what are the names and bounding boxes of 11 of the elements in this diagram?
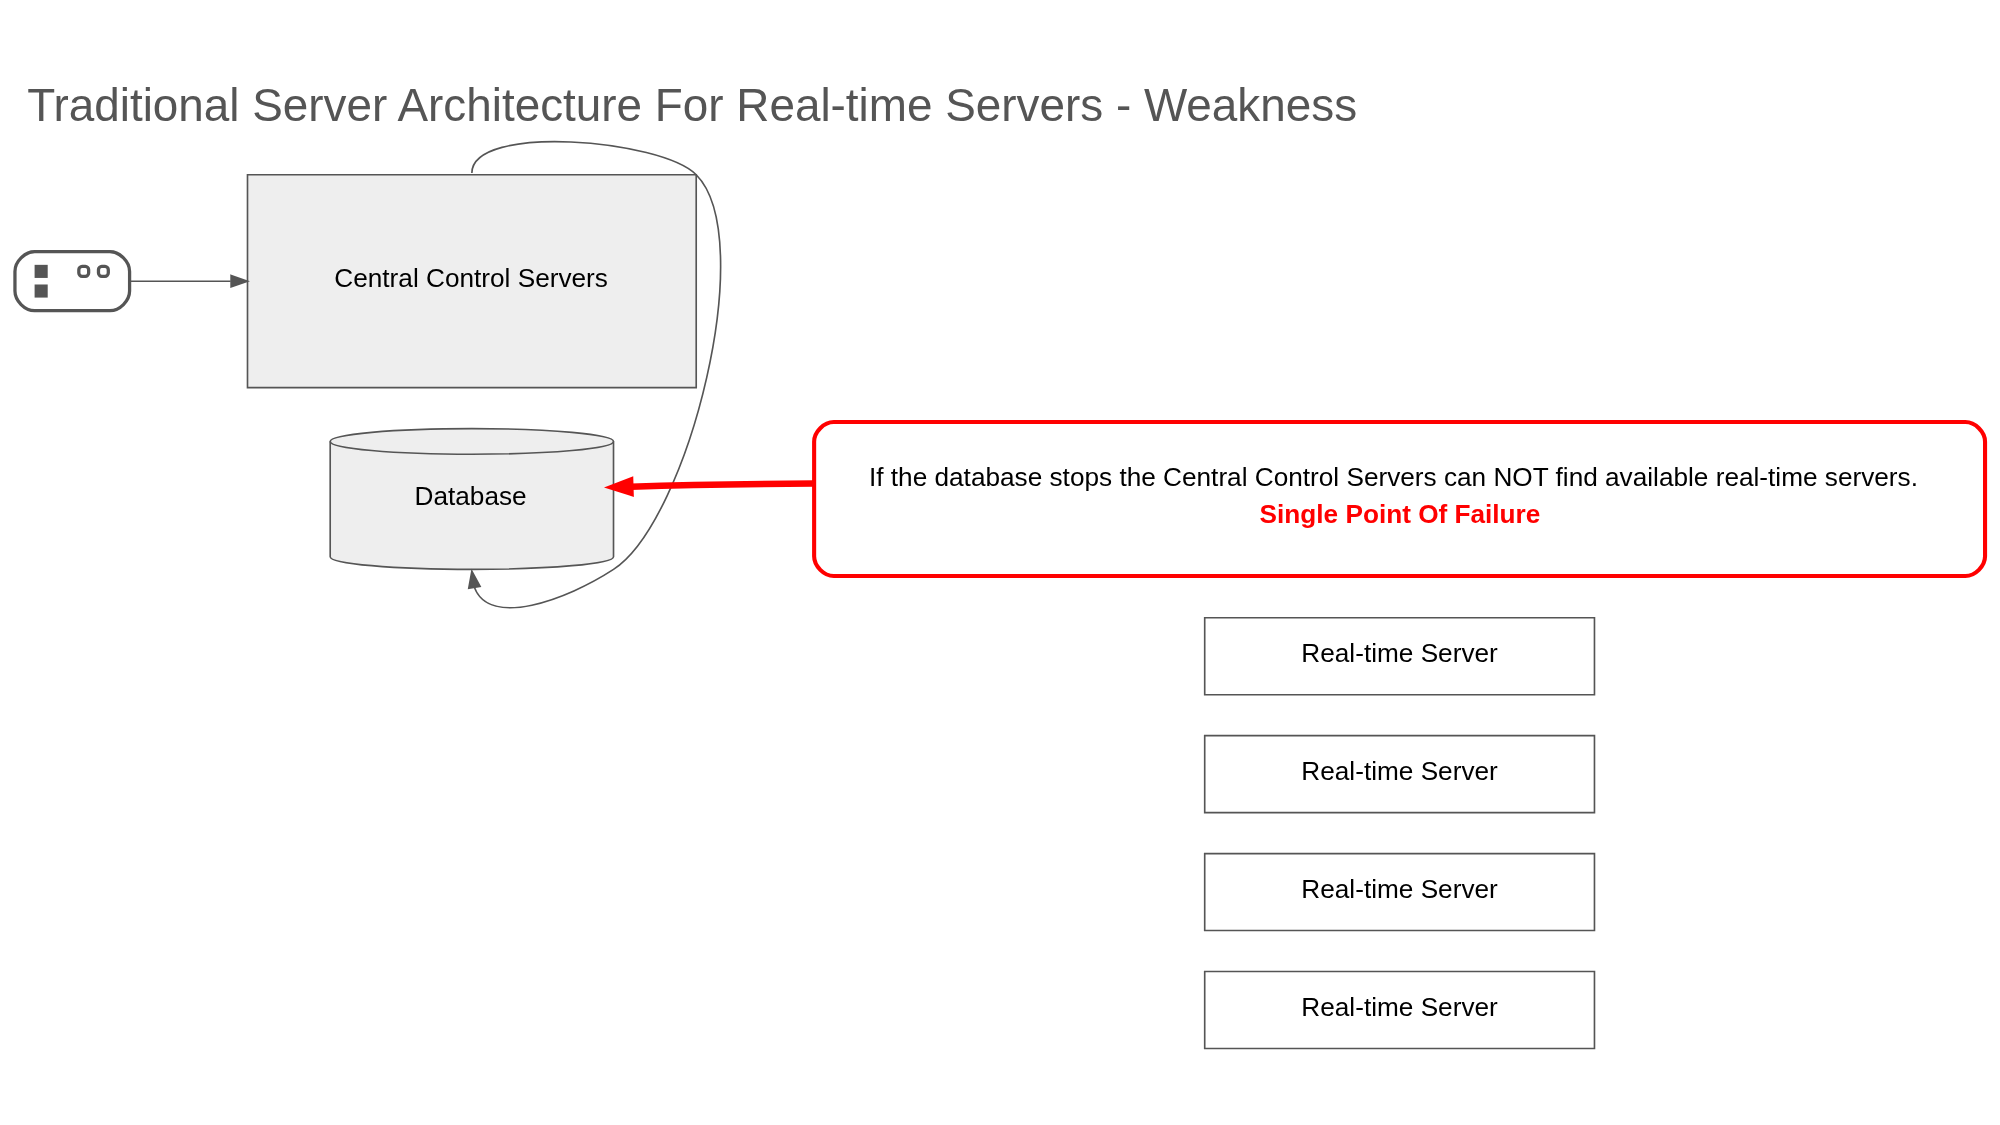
node-picture (13, 249, 132, 312)
node-box: Central Control Servers (246, 173, 698, 388)
node-box: Real-time Server (1203, 852, 1596, 931)
arrow (467, 140, 722, 608)
node-box: If the database stops the Central Control Servers can NOT find available real-time servers. Single Point Of Failure (812, 419, 1988, 578)
node-box: Real-time Server (1203, 970, 1596, 1049)
arrow (129, 273, 250, 288)
arrow (604, 475, 815, 497)
diagram-title: Traditional Server Architecture For Real-time Servers - Weakness (27, 78, 1358, 131)
node-box: Real-time Server (1203, 734, 1596, 813)
node-box: Real-time Server (1203, 616, 1596, 696)
